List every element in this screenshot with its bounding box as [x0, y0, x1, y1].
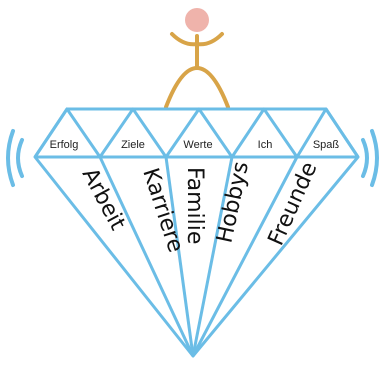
right-wave-inner: [363, 140, 367, 176]
figure-legs: [166, 68, 228, 107]
left-wave-outer: [8, 131, 13, 185]
sector-label-hobbys: Hobbys: [212, 159, 254, 245]
crown-label-ziele: Ziele: [121, 139, 145, 151]
crown-label-werte: Werte: [183, 139, 212, 151]
figure-head: [185, 8, 209, 32]
left-wave-inner: [18, 140, 22, 176]
sound-waves-icon: [8, 131, 22, 185]
pavilion-labels: Arbeit Karriere Familie Hobbys Freunde: [77, 158, 323, 255]
sector-label-familie: Familie: [182, 167, 207, 244]
sound-waves-icon: [363, 131, 377, 185]
sector-label-karriere: Karriere: [137, 165, 188, 255]
crown-label-ich: Ich: [258, 139, 273, 151]
crown-label-spass: Spaß: [313, 139, 340, 151]
right-wave-outer: [372, 131, 377, 185]
stick-figure-icon: [166, 8, 228, 107]
sector-label-arbeit: Arbeit: [77, 164, 130, 235]
crown-label-erfolg: Erfolg: [50, 139, 79, 151]
